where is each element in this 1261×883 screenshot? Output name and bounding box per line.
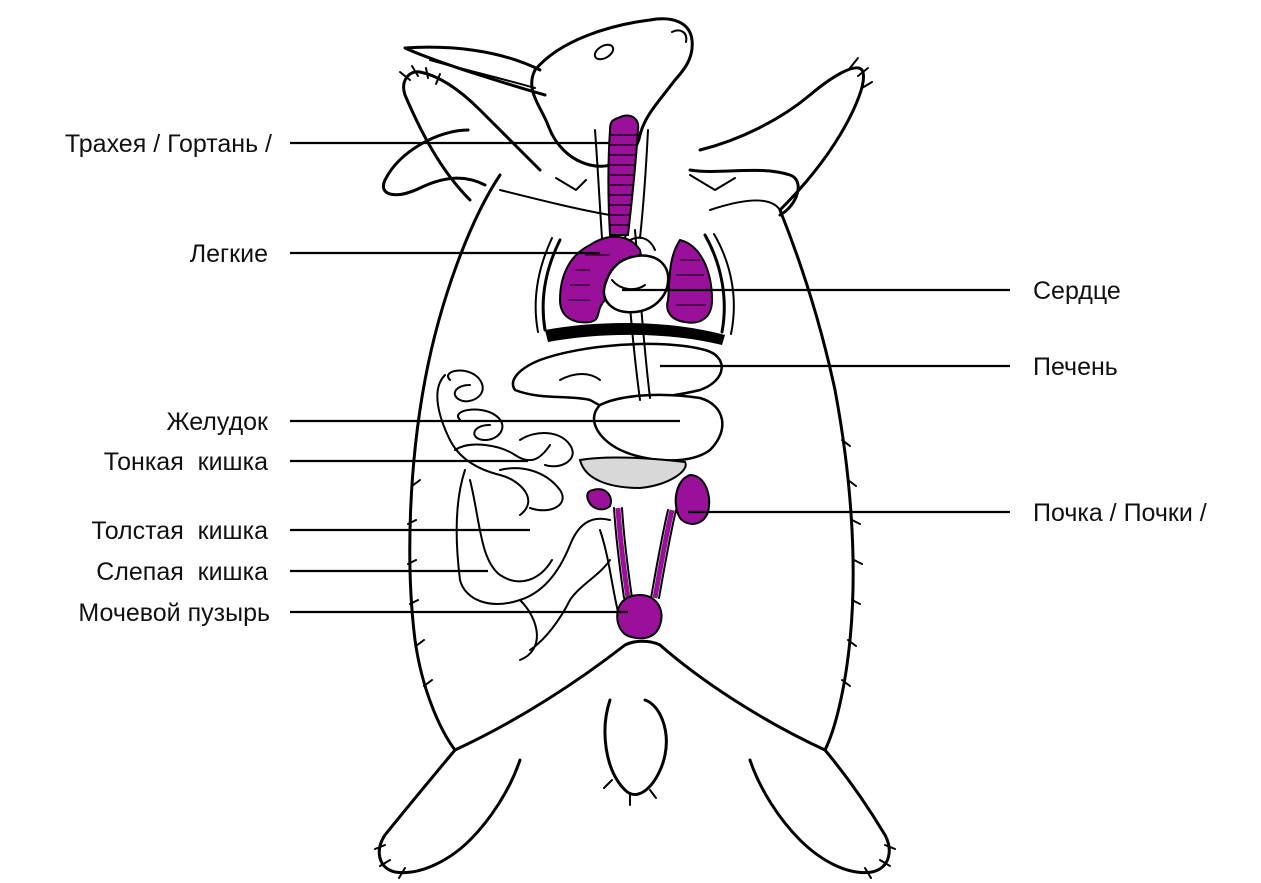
front-left-arm (383, 130, 485, 195)
clavicle-left (556, 178, 586, 190)
lung-right (667, 240, 712, 323)
hind-left-leg (379, 750, 520, 873)
label-bladder: Мочевой пузырь (78, 599, 270, 627)
rabbit-nose (672, 30, 686, 42)
label-caecum: Слепая кишка (96, 558, 268, 586)
clavicle-right (690, 175, 735, 190)
label-heart: Сердце (1033, 277, 1121, 305)
front-right-leg (700, 68, 863, 210)
front-right-paw-fur (850, 58, 872, 88)
label-small-intestine: Тонкая кишка (104, 448, 268, 476)
chest-outline (500, 190, 780, 215)
label-lungs: Легкие (190, 240, 268, 268)
kidney-left (587, 489, 611, 509)
bladder (617, 595, 661, 638)
ureter-right (655, 510, 672, 598)
label-kidney: Почка / Почки / (1033, 499, 1207, 527)
rabbit-tail (605, 700, 666, 795)
label-large-intestine: Толстая кишка (91, 517, 268, 545)
label-liver: Печень (1033, 353, 1118, 381)
label-stomach: Желудок (166, 408, 269, 436)
stomach (594, 395, 722, 460)
rabbit-eye (592, 42, 615, 62)
pancreas (580, 457, 686, 488)
label-trachea: Трахея / Гортань / (65, 130, 272, 158)
pelvis-lines (455, 641, 825, 750)
caecum (470, 480, 610, 660)
hind-right-leg (750, 750, 889, 873)
diaphragm (545, 323, 725, 345)
kidney-right (676, 475, 709, 524)
